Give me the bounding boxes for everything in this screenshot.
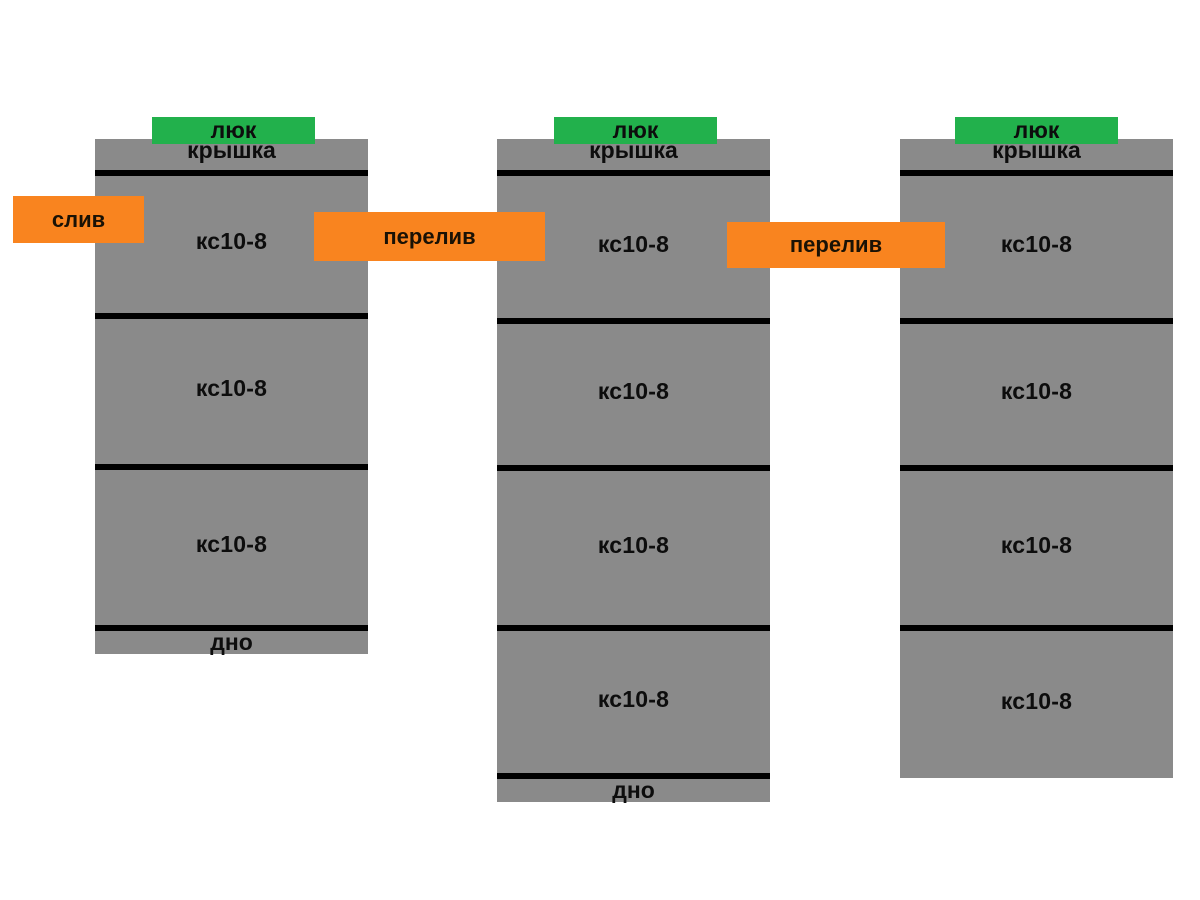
tank-2-ring-4: кс10-8 bbox=[497, 625, 770, 773]
overflow-2-3-label: перелив bbox=[789, 232, 883, 257]
tank-1-hatch-icon: люк bbox=[152, 117, 315, 144]
tank-3-ring-2: кс10-8 bbox=[900, 318, 1173, 465]
tank-3-ring-1-label: кс10-8 bbox=[1000, 230, 1073, 257]
tank-3-ring-3: кс10-8 bbox=[900, 465, 1173, 625]
tank-1-ring-3: кс10-8 bbox=[95, 464, 368, 625]
tank-3-ring-2-label: кс10-8 bbox=[1000, 378, 1073, 404]
tank-2-lid: крышка bbox=[497, 139, 770, 170]
tank-3-ring-4: кс10-8 bbox=[900, 625, 1173, 778]
tank-3-ring-3-label: кс10-8 bbox=[1000, 531, 1073, 558]
tank-2-divider-bottom bbox=[497, 773, 770, 779]
overflow-connector-2-3: перелив bbox=[727, 222, 945, 268]
tank-3-hatch-icon: люк bbox=[955, 117, 1118, 144]
tank-2-divider-1 bbox=[497, 170, 770, 176]
tank-1-divider-2 bbox=[95, 313, 368, 319]
tank-1-bottom: дно bbox=[95, 625, 368, 654]
tank-2-ring-2-label: кс10-8 bbox=[597, 378, 670, 404]
tank-3-divider-2 bbox=[900, 318, 1173, 324]
overflow-1-2-label: перелив bbox=[383, 223, 476, 249]
tank-1-lid: крышка bbox=[95, 139, 368, 170]
tank-2-ring-1: кс10-8 bbox=[497, 170, 770, 318]
tank-3-divider-3 bbox=[900, 465, 1173, 471]
tank-2-divider-2 bbox=[497, 318, 770, 324]
tank-2-ring-2: кс10-8 bbox=[497, 318, 770, 465]
tank-1-divider-bottom bbox=[95, 625, 368, 631]
tank-2-hatch-icon: люк bbox=[554, 117, 717, 144]
tank-2-ring-1-label: кс10-8 bbox=[597, 230, 670, 257]
tank-1-lid-label: крышка bbox=[187, 137, 276, 163]
tank-1-ring-1-label: кс10-8 bbox=[195, 228, 268, 254]
tank-2-divider-4 bbox=[497, 625, 770, 631]
tank-2-bottom: дно bbox=[497, 773, 770, 802]
tank-3-ring-1: кс10-8 bbox=[900, 170, 1173, 318]
tank-1-ring-1: кс10-8 bbox=[95, 170, 368, 313]
tank-1-divider-3 bbox=[95, 464, 368, 470]
tank-3: крышка кс10-8 кс10-8 кс10-8 кс10-8 bbox=[900, 139, 1173, 778]
drain-connector: слив bbox=[13, 196, 144, 243]
tank-3-lid: крышка bbox=[900, 139, 1173, 170]
tank-2-ring-4-label: кс10-8 bbox=[597, 685, 670, 712]
tank-2-ring-3: кс10-8 bbox=[497, 465, 770, 625]
tank-1-bottom-label: дно bbox=[210, 629, 253, 655]
tank-3-divider-1 bbox=[900, 170, 1173, 176]
tank-2-ring-3-label: кс10-8 bbox=[597, 531, 670, 558]
tank-2-hatch-label: люк bbox=[612, 117, 659, 143]
tank-2-divider-3 bbox=[497, 465, 770, 471]
tank-3-lid-label: крышка bbox=[992, 137, 1081, 163]
tank-2-lid-label: крышка bbox=[589, 137, 678, 163]
tank-1-ring-2-label: кс10-8 bbox=[195, 375, 268, 401]
tank-1-ring-3-label: кс10-8 bbox=[195, 531, 268, 557]
tank-1-hatch-label: люк bbox=[210, 117, 257, 143]
tank-1-divider-1 bbox=[95, 170, 368, 176]
drain-label: слив bbox=[51, 206, 106, 232]
overflow-connector-1-2: перелив bbox=[314, 212, 545, 261]
tank-1-ring-2: кс10-8 bbox=[95, 313, 368, 464]
tank-3-divider-4 bbox=[900, 625, 1173, 631]
tank-3-ring-4-label: кс10-8 bbox=[1000, 688, 1073, 714]
tank-2-bottom-label: дно bbox=[612, 777, 655, 803]
tank-3-hatch-label: люк bbox=[1013, 117, 1060, 143]
